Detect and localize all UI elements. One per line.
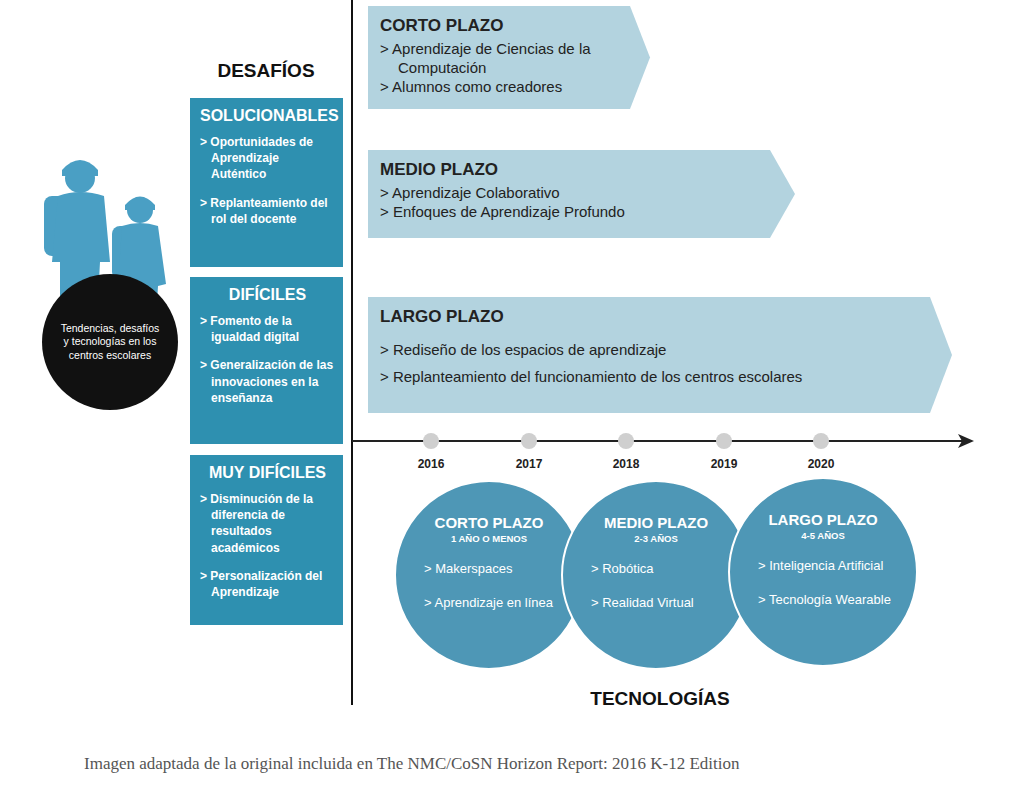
node-text: > Makerspaces (424, 561, 562, 577)
time-axis (352, 440, 962, 442)
challenge-box: DIFÍCILES > Fomento de la igualdad digita… (190, 277, 343, 444)
term-arrow: MEDIO PLAZO > Aprendizaje Colaborativo> E… (368, 150, 795, 238)
year-label: 2016 (418, 457, 445, 471)
node-text: > Aprendizaje en línea (424, 595, 562, 611)
arrow-shape (368, 297, 952, 413)
node-heading: LARGO PLAZO (750, 511, 896, 530)
node-heading: Tendencias, desafíos y tecnologías en lo… (58, 322, 162, 361)
center-disc: Tendencias, desafíos y tecnologías en lo… (42, 274, 178, 410)
node-heading: LARGO PLAZO (380, 306, 920, 327)
node-heading: DIFÍCILES (200, 285, 335, 305)
technology-circle: CORTO PLAZO1 AÑO O MENOS > Makerspaces > A… (394, 480, 584, 670)
node-text: > Oportunidades de Aprendizaje Auténtico (200, 134, 335, 183)
node-text: > Tecnología Wearable (758, 592, 896, 608)
node-text: > Enfoques de Aprendizaje Profundo (380, 203, 760, 222)
node-text: > Aprendizaje Colaborativo (380, 184, 760, 203)
disc-shape (42, 274, 178, 410)
year-label: 2020 (808, 457, 835, 471)
technology-circle: MEDIO PLAZO2-3 AÑOS > Robótica > Realidad … (561, 480, 751, 670)
node-heading: MEDIO PLAZO (583, 514, 729, 533)
year-label: 2017 (516, 457, 543, 471)
node-heading: SOLUCIONABLES (200, 106, 335, 126)
node-heading: CORTO PLAZO (416, 514, 562, 533)
divider-line (351, 0, 353, 705)
challenge-box: MUY DIFÍCILES > Disminución de la diferen… (190, 455, 343, 625)
term-arrow: CORTO PLAZO > Aprendizaje de Ciencias de … (368, 6, 650, 109)
node-text: > Generalización de las innovaciones en … (200, 357, 335, 406)
section-heading: DESAFÍOS (217, 60, 314, 82)
year-label: 2019 (711, 457, 738, 471)
node-heading: MUY DIFÍCILES (200, 463, 335, 483)
node-text: 1 AÑO O MENOS (416, 533, 562, 545)
node-text: > Rediseño de los espacios de aprendizaj… (380, 341, 920, 360)
node-text: > Replanteamiento del funcionamiento de … (380, 368, 920, 387)
node-text: 2-3 AÑOS (583, 533, 729, 545)
node-text: > Aprendizaje de Ciencias de la Computac… (380, 40, 620, 78)
technology-circle: LARGO PLAZO4-5 AÑOS > Inteligencia Artifi… (728, 477, 918, 667)
node-heading: CORTO PLAZO (380, 15, 620, 36)
arrow-shape (368, 6, 650, 109)
axis-arrowhead (958, 434, 974, 448)
node-text: > Inteligencia Artificial (758, 558, 896, 574)
year-label: 2018 (613, 457, 640, 471)
node-text: > Alumnos como creadores (380, 78, 620, 97)
circle-shape (562, 481, 750, 669)
node-text: > Replanteamiento del rol del docente (200, 195, 335, 227)
section-heading: TECNOLOGÍAS (590, 688, 729, 710)
term-arrow: LARGO PLAZO > Rediseño de los espacios de… (368, 297, 952, 413)
arrow-shape (368, 150, 795, 238)
node-text: > Robótica (591, 561, 729, 577)
circle-shape (395, 481, 583, 669)
node-text: > Fomento de la igualdad digital (200, 313, 335, 345)
node-text: 4-5 AÑOS (750, 530, 896, 542)
node-text: > Disminución de la diferencia de result… (200, 491, 335, 556)
node-outline (561, 480, 751, 670)
node-heading: MEDIO PLAZO (380, 159, 760, 180)
axis-ticks (423, 433, 829, 449)
node-text: > Personalización del Aprendizaje (200, 568, 335, 600)
challenge-box: SOLUCIONABLES > Oportunidades de Aprendiz… (190, 98, 343, 267)
node-text: > Realidad Virtual (591, 595, 729, 611)
circle-shape (729, 478, 917, 666)
caption: Imagen adaptada de la original incluida … (84, 754, 739, 774)
